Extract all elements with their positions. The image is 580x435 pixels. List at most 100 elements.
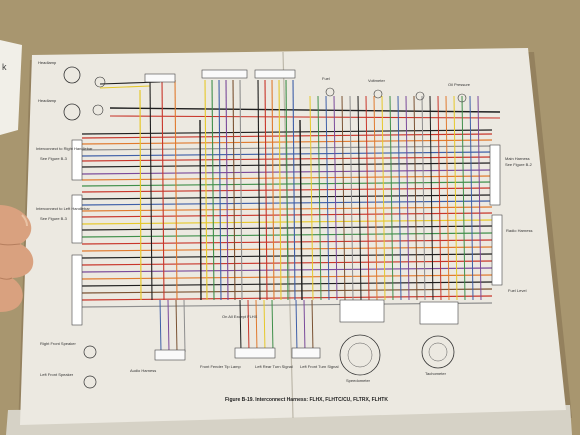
bottom-label-6: Tachometer (425, 371, 447, 376)
wire-46 (292, 79, 296, 301)
wire-39 (232, 79, 236, 301)
right-label-0: Main Harness (505, 156, 530, 161)
bottom-label-3: Left Front Turn Signal (300, 364, 339, 369)
wire-32 (149, 79, 153, 301)
wire-20 (81, 253, 493, 259)
top-label-2: Oil Pressure (448, 82, 471, 87)
wire-61 (421, 95, 426, 301)
top-connector-a (144, 73, 176, 83)
bottom-connector-c (291, 347, 321, 359)
speedometer-symbol (339, 334, 381, 376)
bottom-connector-b (234, 347, 276, 359)
wire-34 (174, 79, 178, 301)
wire-63 (437, 95, 442, 301)
wire-70 (167, 299, 170, 353)
left-label-1: Headlamp (38, 98, 57, 103)
bottom-label-0: Audio Harness (130, 368, 156, 373)
top-connector-b (201, 69, 248, 79)
bottom-label-2: Left Rear Turn Signal (255, 364, 293, 369)
wire-49 (325, 95, 330, 301)
right-label-3: Fuel Level (508, 288, 527, 293)
diagram-labels: Headlamp Headlamp Interconnect to Right … (36, 60, 533, 403)
wire-48 (317, 95, 322, 301)
wire-44 (278, 79, 282, 301)
wire-59 (405, 95, 410, 301)
wire-72 (183, 299, 186, 353)
wire-58 (397, 95, 402, 301)
wire-53 (357, 95, 362, 301)
wire-79 (303, 299, 306, 353)
wire-57 (389, 95, 394, 301)
wire-37 (218, 79, 222, 301)
wire-47 (309, 95, 314, 301)
headlamp-symbols (63, 66, 106, 121)
gauge-bulb-symbols (325, 87, 467, 103)
wire-73 (239, 299, 242, 353)
wire-harness (81, 79, 501, 353)
wire-41 (257, 79, 261, 301)
wire-51 (341, 95, 346, 301)
wire-26 (81, 295, 493, 301)
wire-60 (413, 95, 418, 301)
wire-77 (271, 299, 274, 353)
right-label-2: Radio Harness (506, 228, 532, 233)
wire-22 (81, 267, 493, 273)
bottom-label-5: Speedometer (346, 378, 371, 383)
left-label-6: Right Front Speaker (40, 341, 76, 346)
top-label-0: Fuel (322, 76, 330, 81)
wire-45 (285, 79, 289, 301)
wire-24 (81, 281, 493, 287)
left-label-0: Headlamp (38, 60, 57, 65)
speaker-symbols (83, 345, 97, 389)
wire-71 (175, 299, 178, 353)
wire-35 (204, 79, 208, 301)
wire-67 (469, 95, 474, 301)
wire-68 (477, 95, 482, 301)
left-label-4: Interconnect to Left Handlebar (36, 206, 90, 211)
diagram-paper (20, 48, 566, 425)
wire-80 (311, 299, 314, 353)
left-connector-blocks (71, 139, 503, 326)
wire-40 (239, 79, 243, 301)
left-label-7: Left Front Speaker (40, 372, 74, 377)
bottom-label-4: On All Except FLHX (222, 314, 258, 319)
wire-65 (453, 95, 458, 301)
gauge-symbols (339, 299, 459, 376)
booklet-letter: k (2, 62, 7, 72)
wire-81 (299, 119, 303, 301)
wire-42 (264, 79, 268, 301)
wire-23 (81, 274, 493, 280)
left-booklet-page (0, 40, 22, 135)
wire-38 (225, 79, 229, 301)
wire-75 (255, 299, 258, 353)
top-connector-c (254, 69, 296, 79)
wire-69 (159, 299, 162, 353)
wire-64 (445, 95, 450, 301)
right-label-1: See Figure B-2 (505, 162, 533, 167)
wire-76 (263, 299, 266, 353)
wire-21 (81, 260, 493, 266)
figure-caption: Figure B-19. Interconnect Harness: FLHX,… (225, 397, 388, 403)
bottom-label-1: Front Fender Tip Lamp (200, 364, 241, 369)
bottom-connector-a (154, 349, 186, 361)
wire-43 (271, 79, 275, 301)
hand (0, 205, 34, 312)
wire-52 (349, 95, 354, 301)
wire-66 (461, 95, 466, 301)
tachometer-symbol (421, 335, 455, 369)
left-label-2: Interconnect to Right Handlebar (36, 146, 93, 151)
wire-82 (199, 119, 202, 301)
wire-83 (139, 89, 142, 301)
wire-50 (333, 95, 338, 301)
wire-78 (295, 299, 298, 353)
left-label-5: See Figure B-3 (40, 216, 68, 221)
wire-54 (365, 95, 370, 301)
wire-56 (381, 95, 386, 301)
components (144, 69, 321, 361)
wire-33 (161, 79, 165, 301)
wire-62 (429, 95, 434, 301)
wire-36 (211, 79, 215, 301)
wire-31 (99, 85, 151, 89)
wire-55 (373, 95, 378, 301)
